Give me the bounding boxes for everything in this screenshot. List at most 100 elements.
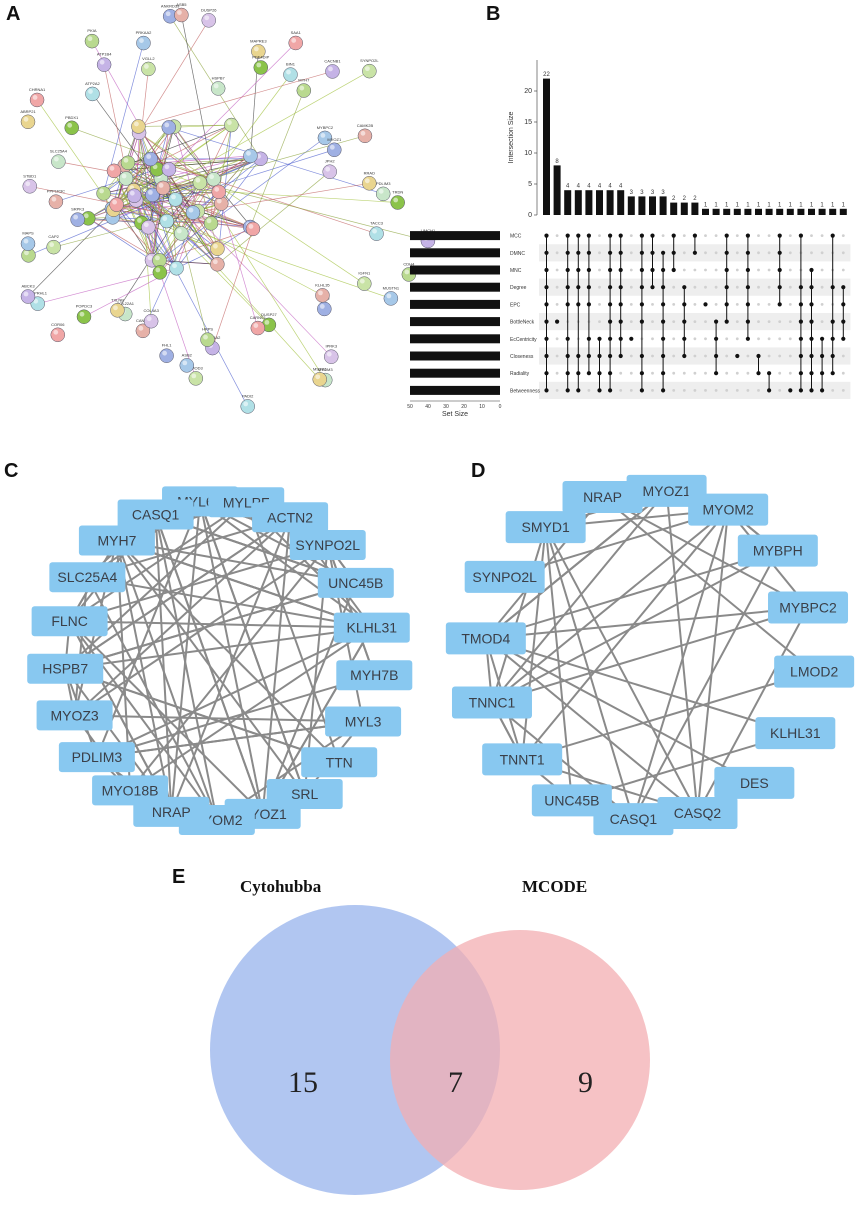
protein-node[interactable]: ATP1B4: [97, 52, 112, 72]
protein-node[interactable]: [131, 119, 146, 134]
gene-node[interactable]: MYOZ3: [36, 700, 113, 731]
protein-node[interactable]: [211, 184, 226, 200]
gene-node[interactable]: SMYD1: [505, 511, 586, 544]
protein-node[interactable]: KLHL35: [315, 282, 330, 303]
gene-node[interactable]: MYL3: [325, 706, 402, 737]
protein-node[interactable]: [169, 260, 184, 276]
protein-node[interactable]: IGFN1: [357, 271, 372, 291]
protein-node[interactable]: SLC25A4: [50, 149, 68, 169]
protein-node[interactable]: [210, 241, 225, 256]
protein-node[interactable]: [141, 219, 156, 235]
protein-node[interactable]: [155, 180, 171, 196]
protein-node[interactable]: CHRNA1: [29, 87, 46, 108]
protein-node[interactable]: CARNS1: [250, 315, 267, 336]
protein-node[interactable]: [120, 155, 136, 171]
protein-node[interactable]: [143, 151, 158, 167]
protein-node[interactable]: LMOD3: [188, 365, 204, 386]
gene-node[interactable]: TNNC1: [451, 686, 532, 719]
protein-node[interactable]: TACC3: [369, 221, 384, 241]
gene-node[interactable]: KLHL31: [333, 612, 410, 643]
protein-node[interactable]: PBDX1: [64, 115, 79, 136]
protein-node[interactable]: [174, 226, 189, 241]
gene-node[interactable]: MYBPC2: [768, 591, 849, 624]
protein-node[interactable]: TXLNB: [110, 297, 125, 318]
protein-node[interactable]: MYH7: [296, 78, 312, 98]
protein-node[interactable]: [127, 188, 142, 203]
protein-node[interactable]: [159, 213, 175, 229]
protein-node[interactable]: [96, 186, 111, 201]
protein-node[interactable]: ATP2A2: [85, 81, 101, 102]
protein-node[interactable]: MUSTN1: [383, 285, 400, 306]
protein-node[interactable]: [203, 216, 219, 231]
protein-node[interactable]: [161, 120, 177, 135]
gene-node[interactable]: UNC45B: [317, 567, 394, 598]
protein-node[interactable]: [192, 175, 208, 190]
gene-node[interactable]: SLC25A4: [49, 562, 126, 593]
protein-node[interactable]: [106, 163, 122, 179]
gene-node[interactable]: PDLIM3: [58, 742, 135, 773]
gene-node[interactable]: MYOM2: [688, 493, 769, 526]
gene-node[interactable]: MYH7B: [336, 660, 413, 691]
protein-node[interactable]: ABCK3: [20, 284, 35, 304]
protein-node[interactable]: MSSS1: [312, 366, 328, 387]
protein-node[interactable]: TRDN: [390, 190, 405, 210]
protein-node[interactable]: PRKAA2: [136, 30, 153, 51]
gene-node[interactable]: FLNC: [31, 606, 108, 637]
protein-node[interactable]: DUSP27: [261, 312, 277, 333]
gene-node[interactable]: TMOD4: [445, 622, 526, 655]
protein-node[interactable]: PDE4DIP: [252, 54, 270, 75]
protein-node[interactable]: COL4A3: [143, 308, 160, 329]
gene-node[interactable]: MYH7: [78, 525, 155, 556]
protein-node[interactable]: [243, 148, 258, 164]
protein-node[interactable]: [245, 221, 261, 237]
gene-node[interactable]: SYNPO2L: [464, 560, 545, 593]
protein-node[interactable]: SAA1: [288, 30, 303, 51]
protein-node[interactable]: CACNB1: [324, 58, 341, 79]
protein-node[interactable]: SRPK3: [70, 207, 85, 227]
gene-node[interactable]: NRAP: [562, 480, 643, 513]
protein-node[interactable]: [81, 211, 96, 226]
gene-node[interactable]: MYBPH: [737, 534, 818, 567]
protein-node[interactable]: VGLL2: [141, 56, 156, 77]
protein-node[interactable]: HRPS: [200, 327, 215, 347]
gene-node[interactable]: MYO18B: [92, 775, 169, 806]
protein-node[interactable]: [206, 171, 221, 187]
gene-node[interactable]: HSPB7: [27, 653, 104, 684]
protein-node[interactable]: PADI2: [240, 393, 255, 414]
protein-node[interactable]: DUSP26: [201, 7, 217, 28]
protein-node[interactable]: [161, 162, 177, 177]
gene-node[interactable]: CASQ1: [117, 499, 194, 530]
gene-node[interactable]: SYNPO2L: [289, 529, 366, 560]
protein-node[interactable]: CANG2: [135, 318, 151, 339]
protein-node[interactable]: ASB5: [174, 2, 189, 23]
protein-node[interactable]: HSPB7: [210, 75, 226, 96]
gene-node[interactable]: ACTN2: [252, 502, 329, 533]
protein-node[interactable]: STBD1: [22, 173, 38, 194]
gene-node[interactable]: TTN: [301, 747, 378, 778]
gene-node[interactable]: DES: [714, 766, 795, 799]
protein-node[interactable]: CAMK2B: [357, 123, 374, 144]
protein-node[interactable]: MYOZ1: [327, 137, 342, 158]
gene-node[interactable]: TNNT1: [482, 743, 563, 776]
protein-node[interactable]: PPP1R3C: [47, 189, 65, 209]
gene-node[interactable]: MYOZ1: [626, 474, 707, 507]
protein-node[interactable]: RRAD: [362, 170, 377, 191]
protein-node[interactable]: [152, 265, 168, 280]
protein-node[interactable]: [210, 257, 225, 272]
protein-node[interactable]: JPH2: [322, 159, 337, 179]
protein-node[interactable]: [168, 192, 183, 207]
protein-node[interactable]: [185, 205, 201, 220]
protein-node[interactable]: SYNPO2L: [360, 58, 379, 79]
protein-node[interactable]: PDLIM3: [375, 181, 391, 202]
protein-node[interactable]: POPDC3: [76, 304, 93, 324]
protein-node[interactable]: PKIA: [84, 28, 100, 49]
protein-node[interactable]: MYBPC2: [317, 125, 334, 146]
protein-node[interactable]: [224, 117, 239, 133]
protein-node[interactable]: BIN1: [283, 62, 298, 82]
protein-node[interactable]: [118, 171, 134, 186]
protein-node[interactable]: FHL1: [159, 343, 174, 363]
protein-node[interactable]: ASB2: [179, 352, 195, 373]
protein-node[interactable]: ABRP21: [20, 109, 36, 130]
gene-node[interactable]: CASQ2: [657, 797, 738, 830]
protein-node[interactable]: [145, 187, 160, 203]
